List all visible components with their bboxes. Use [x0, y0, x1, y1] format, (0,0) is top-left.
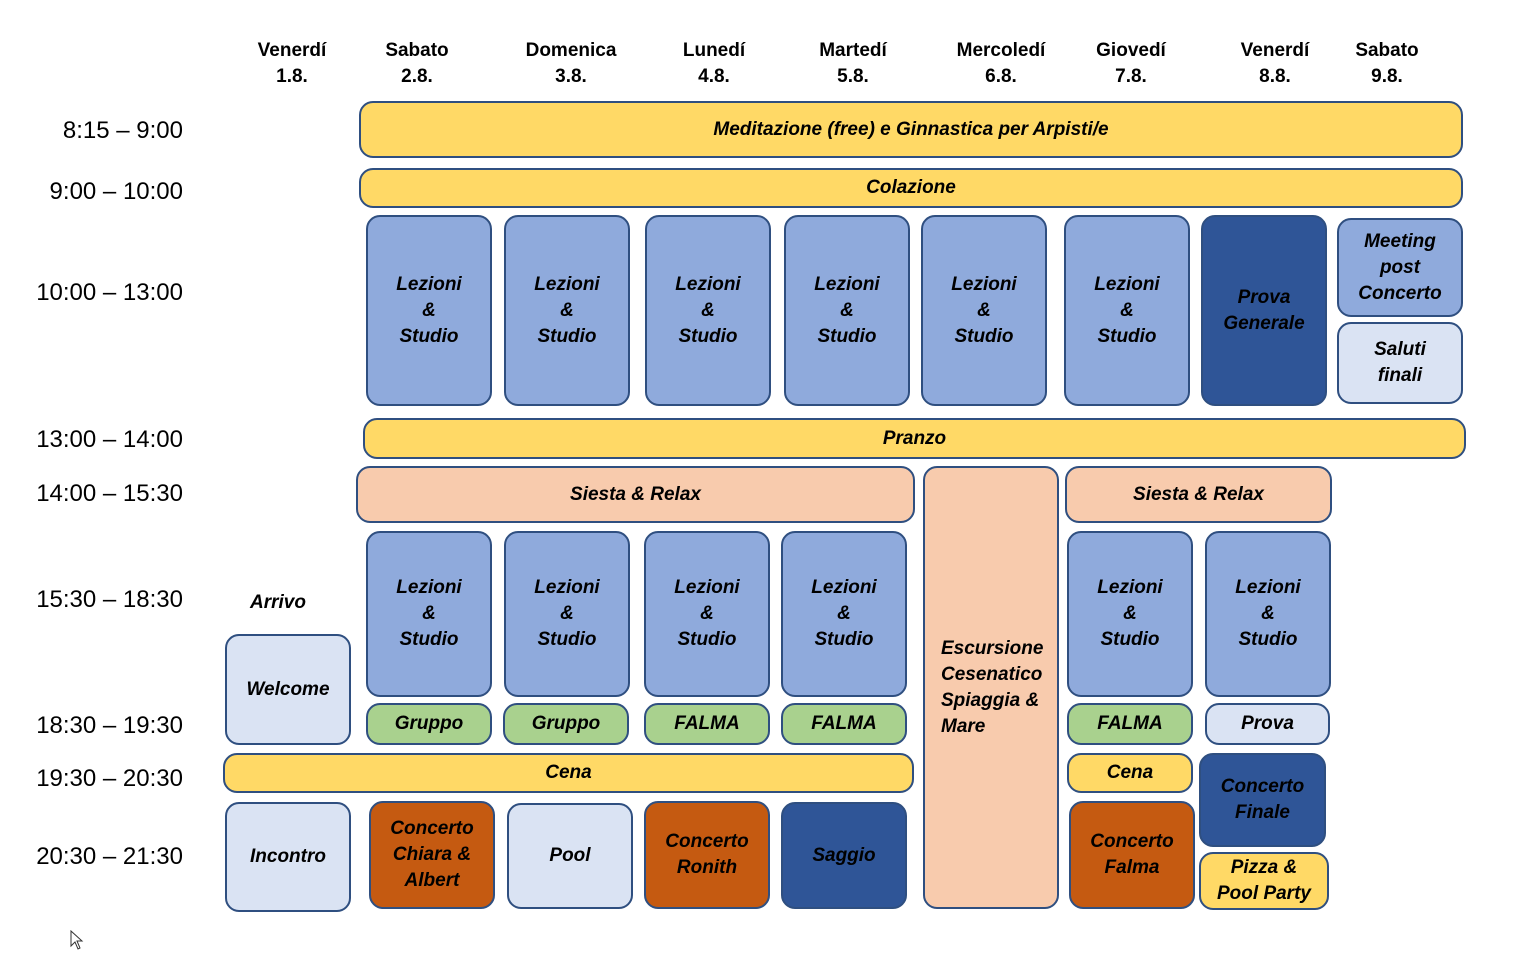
event-meeting-post-concerto: Meeting post Concerto: [1337, 218, 1463, 317]
event-lezioni-sat-pm: Lezioni & Studio: [366, 531, 492, 697]
time-label-1300: 13:00 – 14:00: [36, 426, 183, 453]
time-label-1830: 18:30 – 19:30: [36, 712, 183, 739]
event-lezioni-sun-am: Lezioni & Studio: [504, 215, 630, 406]
time-label-1530: 15:30 – 18:30: [36, 586, 183, 613]
time-label-0815: 8:15 – 9:00: [62, 117, 183, 144]
event-cena-2: Cena: [1067, 753, 1193, 793]
event-meditazione: Meditazione (free) e Ginnastica per Arpi…: [359, 101, 1463, 158]
event-lezioni-tue-pm: Lezioni & Studio: [781, 531, 907, 697]
time-label-2030: 20:30 – 21:30: [36, 843, 183, 870]
event-concerto-ronith: Concerto Ronith: [644, 801, 770, 909]
event-saluti-finali: Saluti finali: [1337, 322, 1463, 404]
time-label-0900: 9:00 – 10:00: [49, 178, 183, 205]
time-label-1400: 14:00 – 15:30: [36, 480, 183, 507]
event-gruppo-sat: Gruppo: [366, 703, 492, 745]
event-pranzo: Pranzo: [363, 418, 1466, 459]
event-concerto-finale: Concerto Finale: [1199, 753, 1326, 847]
event-lezioni-thu-am: Lezioni & Studio: [1064, 215, 1190, 406]
event-lezioni-wed-am: Lezioni & Studio: [921, 215, 1047, 406]
event-pizza-pool-party: Pizza & Pool Party: [1199, 852, 1329, 910]
event-pool: Pool: [507, 803, 633, 909]
event-lezioni-mon-am: Lezioni & Studio: [645, 215, 771, 406]
event-falma-thu: FALMA: [1067, 703, 1193, 745]
event-lezioni-tue-am: Lezioni & Studio: [784, 215, 910, 406]
event-falma-tue: FALMA: [781, 703, 907, 745]
event-lezioni-mon-pm: Lezioni & Studio: [644, 531, 770, 697]
event-prova: Prova: [1205, 703, 1330, 745]
event-cena-1: Cena: [223, 753, 914, 793]
event-falma-mon: FALMA: [644, 703, 770, 745]
event-prova-generale: Prova Generale: [1201, 215, 1327, 406]
event-concerto-chiara-albert: Concerto Chiara & Albert: [369, 801, 495, 909]
event-siesta-relax-2: Siesta & Relax: [1065, 466, 1332, 523]
mouse-pointer-icon: [70, 930, 84, 950]
event-escursione: Escursione Cesenatico Spiaggia & Mare: [923, 466, 1059, 909]
event-lezioni-thu-pm: Lezioni & Studio: [1067, 531, 1193, 697]
event-incontro: Incontro: [225, 802, 351, 912]
time-label-1930: 19:30 – 20:30: [36, 765, 183, 792]
event-colazione: Colazione: [359, 168, 1463, 208]
event-siesta-relax-1: Siesta & Relax: [356, 466, 915, 523]
event-welcome: Welcome: [225, 634, 351, 745]
event-lezioni-sun-pm: Lezioni & Studio: [504, 531, 630, 697]
time-label-1000: 10:00 – 13:00: [36, 279, 183, 306]
event-lezioni-sat-am: Lezioni & Studio: [366, 215, 492, 406]
event-saggio: Saggio: [781, 802, 907, 909]
event-concerto-falma: Concerto Falma: [1069, 801, 1195, 909]
event-gruppo-sun: Gruppo: [503, 703, 629, 745]
arrivo-label: Arrivo: [250, 592, 306, 613]
event-lezioni-fri-pm: Lezioni & Studio: [1205, 531, 1331, 697]
